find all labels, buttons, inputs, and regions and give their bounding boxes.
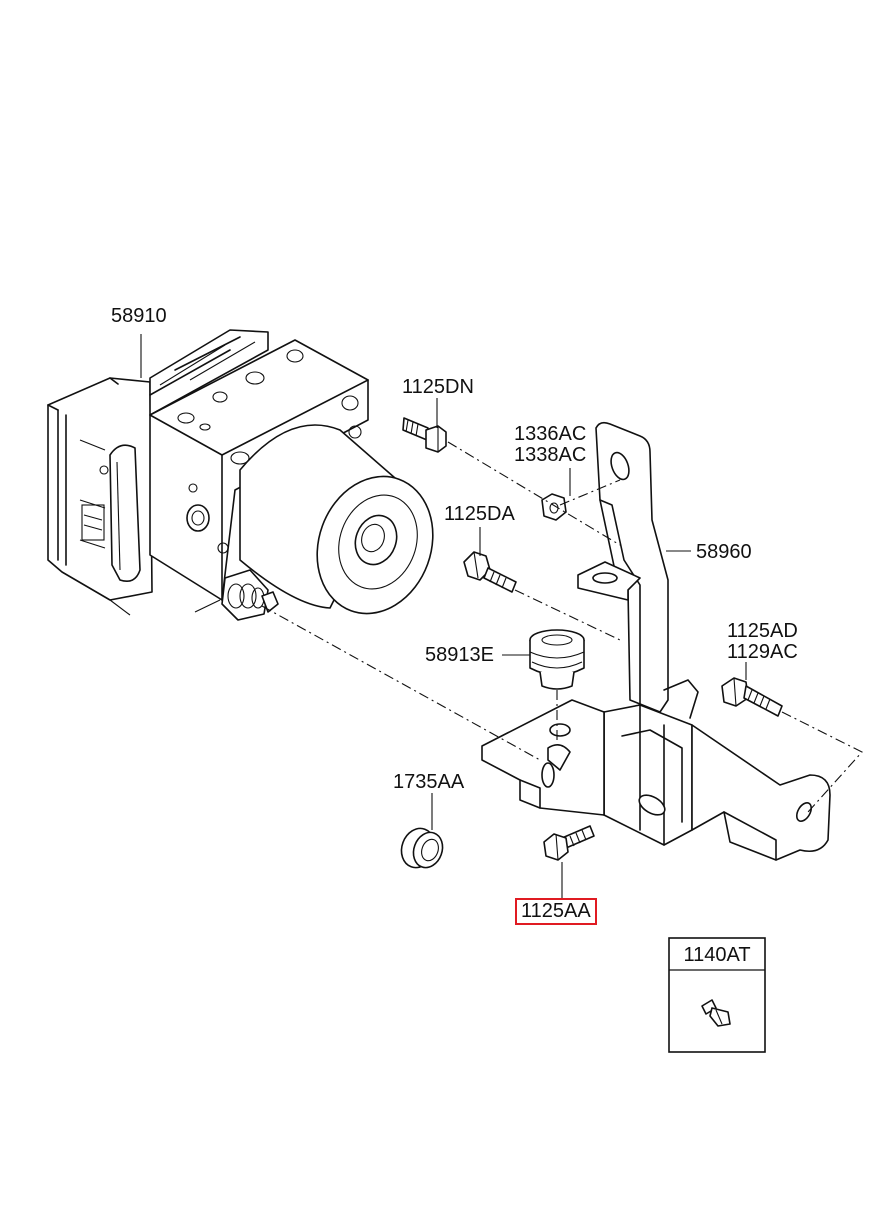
part-label-1125dn[interactable]: 1125DN	[402, 376, 474, 398]
bolt-1125da-illustration	[463, 551, 517, 593]
part-label-1129ac[interactable]: 1129AC	[727, 641, 798, 663]
part-label-1336ac[interactable]: 1336AC	[514, 423, 587, 445]
grommet-58913e-illustration	[529, 629, 585, 690]
abs-module-illustration	[47, 329, 434, 621]
cap-1735aa-illustration	[400, 827, 444, 869]
bolt-1125ad-illustration	[721, 677, 783, 717]
part-label-58960[interactable]: 58960	[696, 541, 752, 563]
bolt-1125dn-illustration	[402, 417, 447, 453]
bolt-1125aa-illustration	[543, 825, 595, 861]
part-label-1125ad[interactable]: 1125AD	[727, 620, 798, 642]
part-label-1125da[interactable]: 1125DA	[444, 503, 515, 525]
part-1140at-box	[668, 937, 766, 1053]
leader-lines	[140, 334, 747, 898]
part-label-1735aa[interactable]: 1735AA	[393, 771, 465, 793]
assembly-dash-lines	[261, 441, 863, 813]
nut-1336ac-illustration	[541, 493, 567, 521]
part-label-58910[interactable]: 58910	[111, 305, 167, 327]
part-label-58913e[interactable]: 58913E	[425, 644, 494, 666]
part-label-1125aa-highlighted[interactable]: 1125AA	[515, 898, 597, 925]
part-label-1140at[interactable]: 1140AT	[683, 944, 751, 966]
bracket-illustration	[481, 421, 831, 861]
part-label-1338ac[interactable]: 1338AC	[514, 444, 587, 466]
bolt-1140at-illustration	[701, 999, 731, 1027]
